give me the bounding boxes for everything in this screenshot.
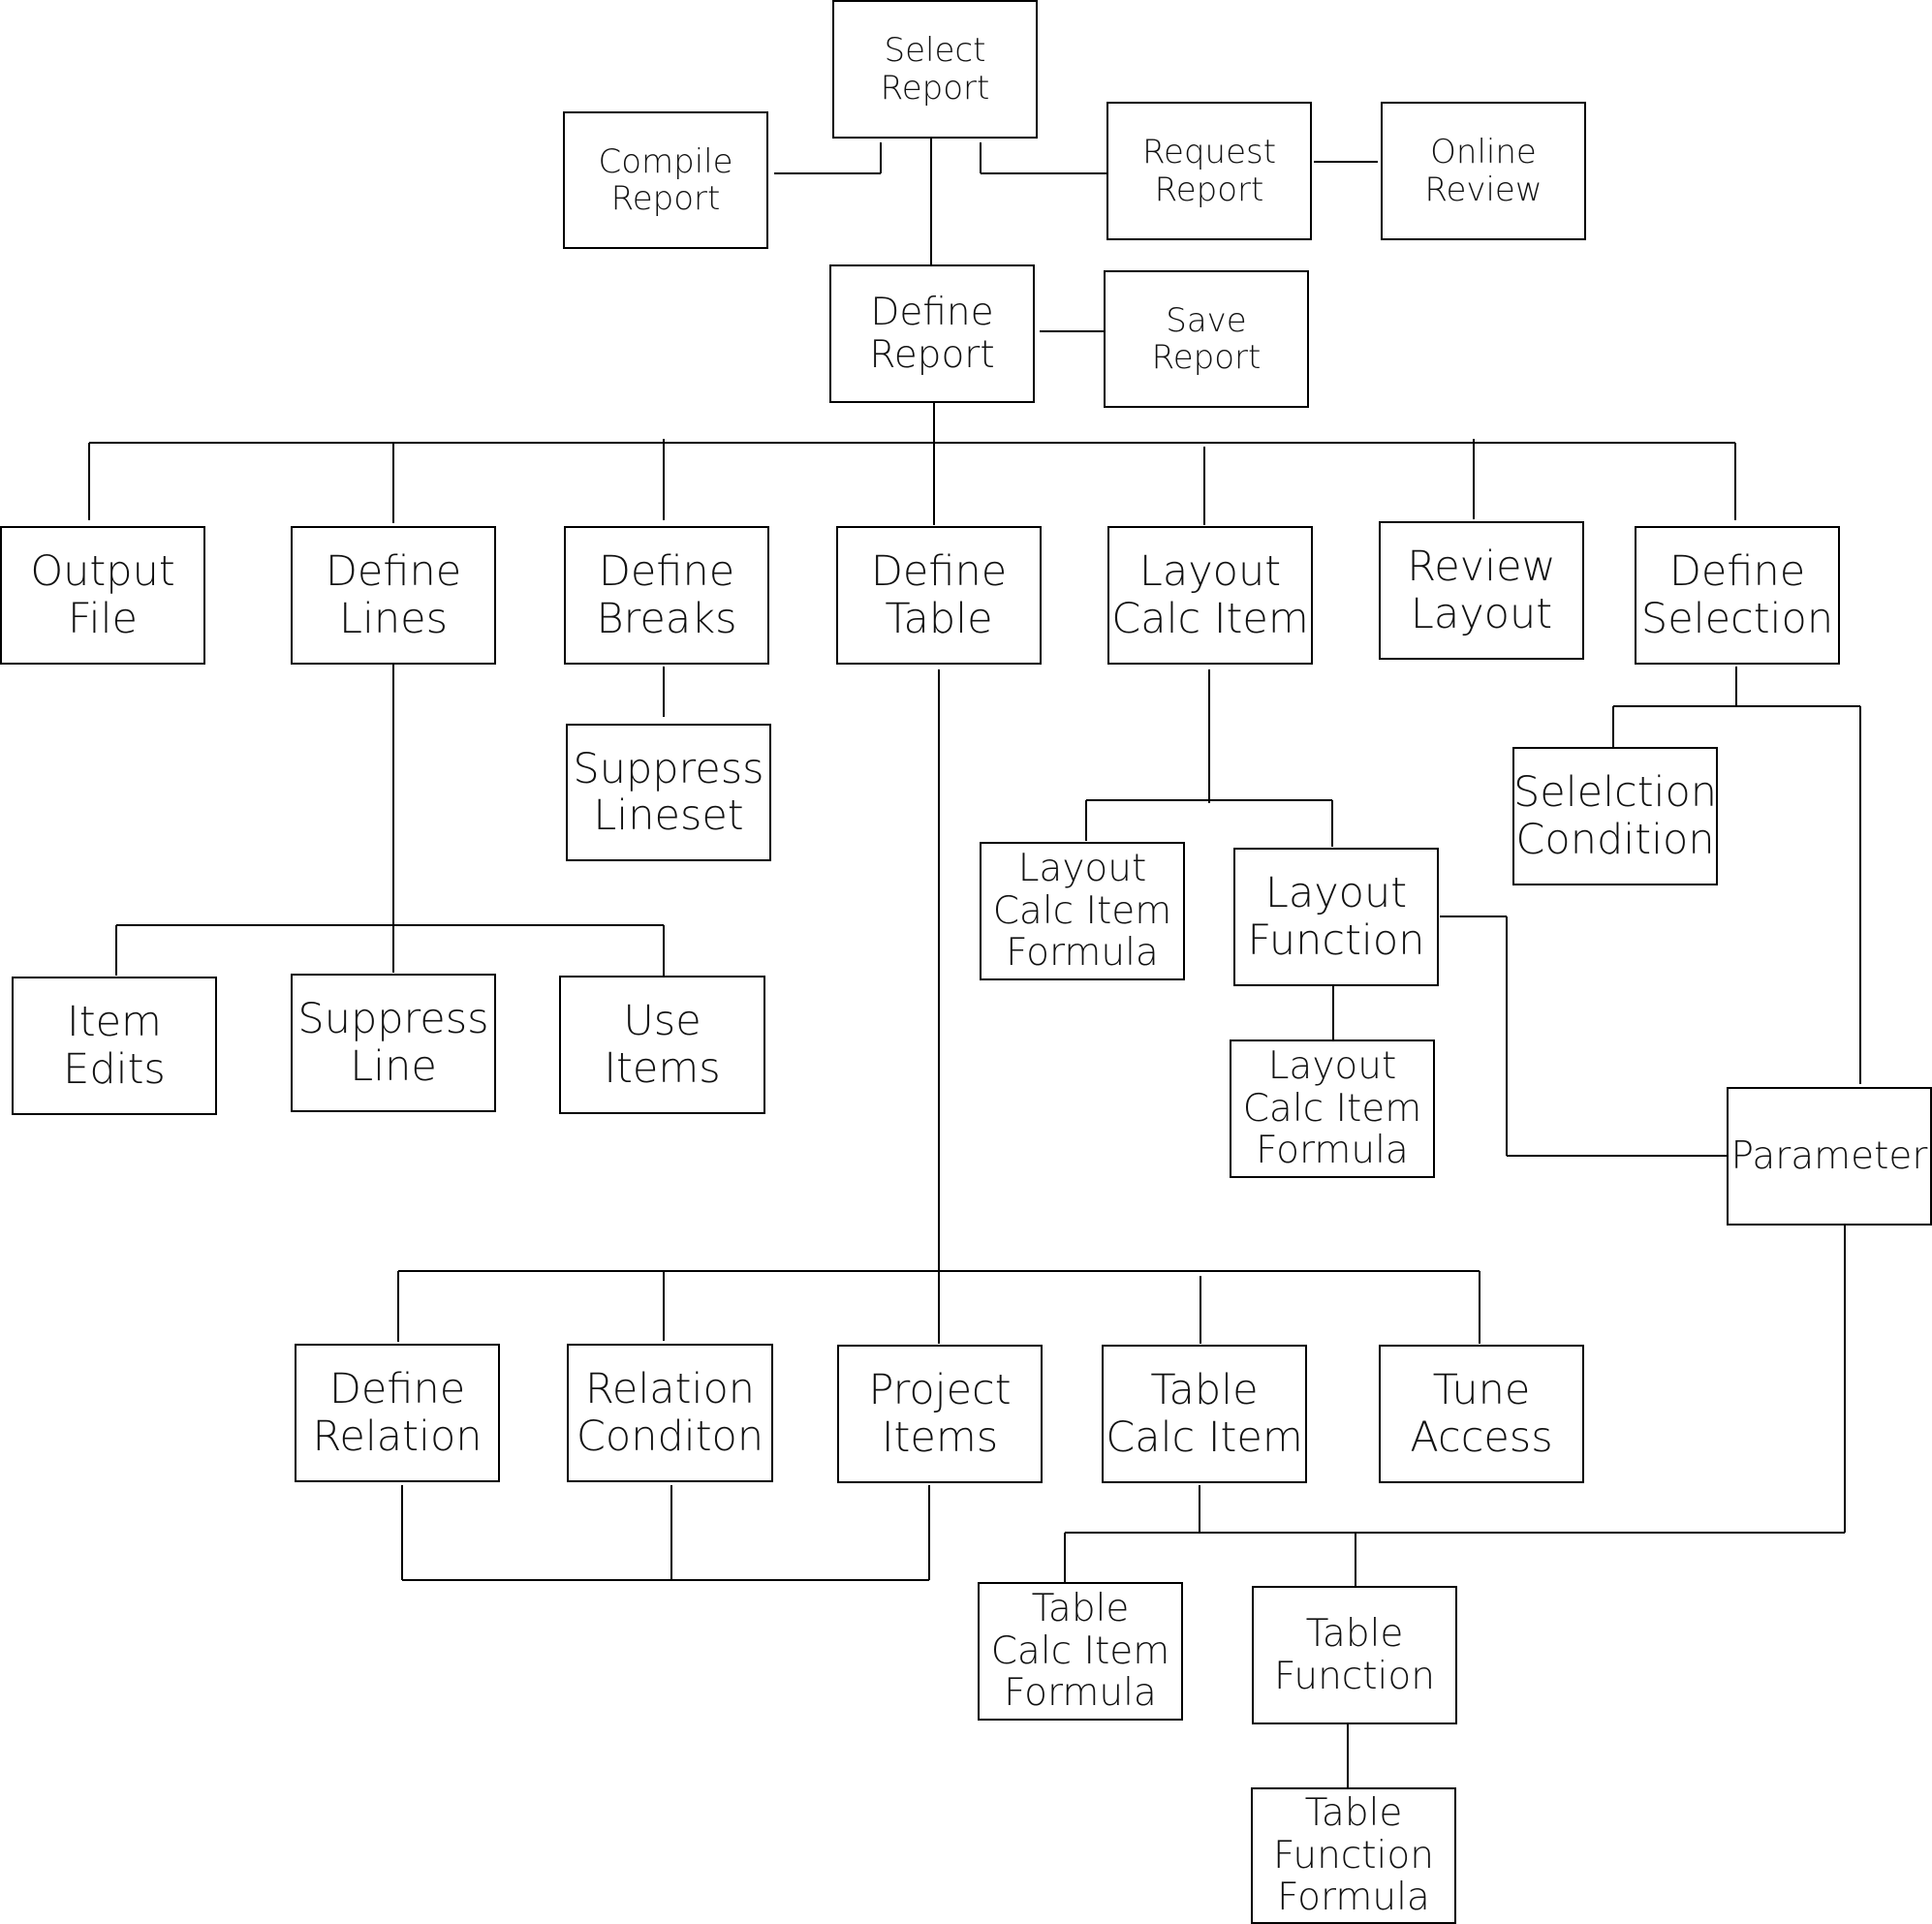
define-report-box: Define Report [829, 264, 1035, 403]
node-label: Layout [1138, 547, 1282, 597]
layout-calc-item-formula-box: Layout Calc Item Formula [1230, 1040, 1435, 1178]
node-label: Formula [1004, 1671, 1157, 1716]
parameter-box: Parameter [1727, 1087, 1932, 1226]
output-file-box: Output File [0, 526, 205, 665]
compile-report-box: Compile Report [563, 111, 768, 249]
node-label: Selection [1640, 594, 1834, 643]
node-label: Report [869, 332, 995, 377]
node-label: Formula [1277, 1876, 1430, 1920]
define-table-box: Define Table [836, 526, 1042, 665]
node-label: Suppress [297, 995, 489, 1044]
select-report-box: Select Report [832, 0, 1038, 139]
node-label: Suppress [573, 744, 764, 793]
node-label: Table [885, 594, 993, 643]
table-function-box: Table Function [1252, 1586, 1457, 1724]
node-label: Formula [1006, 931, 1159, 976]
use-items-box: Use Items [559, 976, 765, 1114]
node-label: Define [1668, 547, 1806, 597]
node-label: Table [1304, 1790, 1403, 1835]
table-function-formula-box: Table Function Formula [1251, 1787, 1456, 1924]
save-report-box: Save Report [1104, 270, 1309, 408]
define-lines-box: Define Lines [291, 526, 496, 665]
relation-condition-box: Relation Conditon [567, 1344, 773, 1482]
node-label: Compile [598, 141, 733, 181]
suppress-lineset-box: Suppress Lineset [566, 724, 771, 861]
node-label: Select [884, 31, 986, 71]
selection-condition-box: Selelction Condition [1512, 747, 1718, 885]
node-label: Condition [1515, 815, 1715, 864]
node-label: Lineset [593, 791, 744, 840]
request-report-box: Request Report [1106, 102, 1312, 240]
node-label: Item [67, 998, 162, 1047]
node-label: Layout [1264, 869, 1408, 918]
node-label: Request [1141, 133, 1277, 172]
layout-calc-item-box: Layout Calc Item [1107, 526, 1313, 665]
node-label: Conditon [576, 1412, 764, 1461]
node-label: Review [1407, 543, 1556, 592]
layout-function-box: Layout Function [1233, 848, 1439, 986]
review-layout-box: Review Layout [1379, 521, 1584, 660]
node-label: Save [1166, 300, 1247, 340]
node-label: Layout [1410, 589, 1553, 638]
node-label: Define [325, 547, 462, 597]
node-label: Report [880, 68, 990, 108]
node-label: Edits [63, 1044, 166, 1094]
node-label: File [68, 594, 138, 643]
table-calc-item-box: Table Calc Item [1102, 1345, 1307, 1483]
node-label: Online [1430, 133, 1537, 172]
node-label: Layout [1017, 846, 1147, 890]
node-label: Layout [1267, 1043, 1397, 1088]
node-label: Report [610, 179, 721, 218]
online-review-box: Online Review [1381, 102, 1586, 240]
node-label: Calc Item [992, 888, 1172, 933]
node-label: Define [598, 547, 735, 597]
node-label: Table [1150, 1366, 1259, 1415]
node-label: Review [1424, 170, 1542, 209]
node-label: Selelction [1512, 768, 1718, 818]
node-label: Calc Item [990, 1629, 1170, 1673]
node-label: Define [328, 1365, 466, 1414]
node-label: Function [1247, 915, 1425, 965]
node-label: Project [868, 1366, 1012, 1415]
node-label: Relation [584, 1365, 756, 1414]
node-label: Formula [1256, 1129, 1409, 1173]
node-label: Calc Item [1242, 1086, 1422, 1131]
node-label: Table [1031, 1586, 1130, 1630]
node-label: Define [870, 290, 994, 334]
node-label: Lines [338, 594, 448, 643]
node-label: Items [881, 1412, 999, 1462]
node-label: Report [1154, 170, 1264, 209]
node-label: Tune [1432, 1366, 1531, 1415]
node-label: Line [350, 1041, 437, 1091]
node-label: Calc Item [1106, 1412, 1303, 1462]
node-label: Access [1410, 1412, 1553, 1462]
define-breaks-box: Define Breaks [564, 526, 769, 665]
node-label: Parameter [1730, 1133, 1928, 1178]
table-calc-item-formula-box: Table Calc Item Formula [978, 1582, 1183, 1721]
tune-access-box: Tune Access [1379, 1345, 1584, 1483]
item-edits-box: Item Edits [12, 977, 217, 1115]
node-label: Function [1274, 1654, 1435, 1698]
node-label: Table [1305, 1611, 1404, 1656]
node-label: Breaks [596, 594, 737, 643]
node-label: Output [30, 547, 175, 597]
node-label: Define [870, 547, 1008, 597]
node-label: Report [1151, 338, 1262, 377]
suppress-line-box: Suppress Line [291, 974, 496, 1112]
node-label: Function [1273, 1833, 1434, 1877]
node-label: Calc Item [1111, 594, 1309, 643]
node-label: Relation [312, 1412, 483, 1461]
project-items-box: Project Items [837, 1345, 1043, 1483]
define-relation-box: Define Relation [295, 1344, 500, 1482]
node-label: Items [604, 1043, 721, 1093]
layout-calc-item-formula-box: Layout Calc Item Formula [980, 842, 1185, 980]
define-selection-box: Define Selection [1635, 526, 1840, 665]
node-label: Use [623, 997, 701, 1046]
